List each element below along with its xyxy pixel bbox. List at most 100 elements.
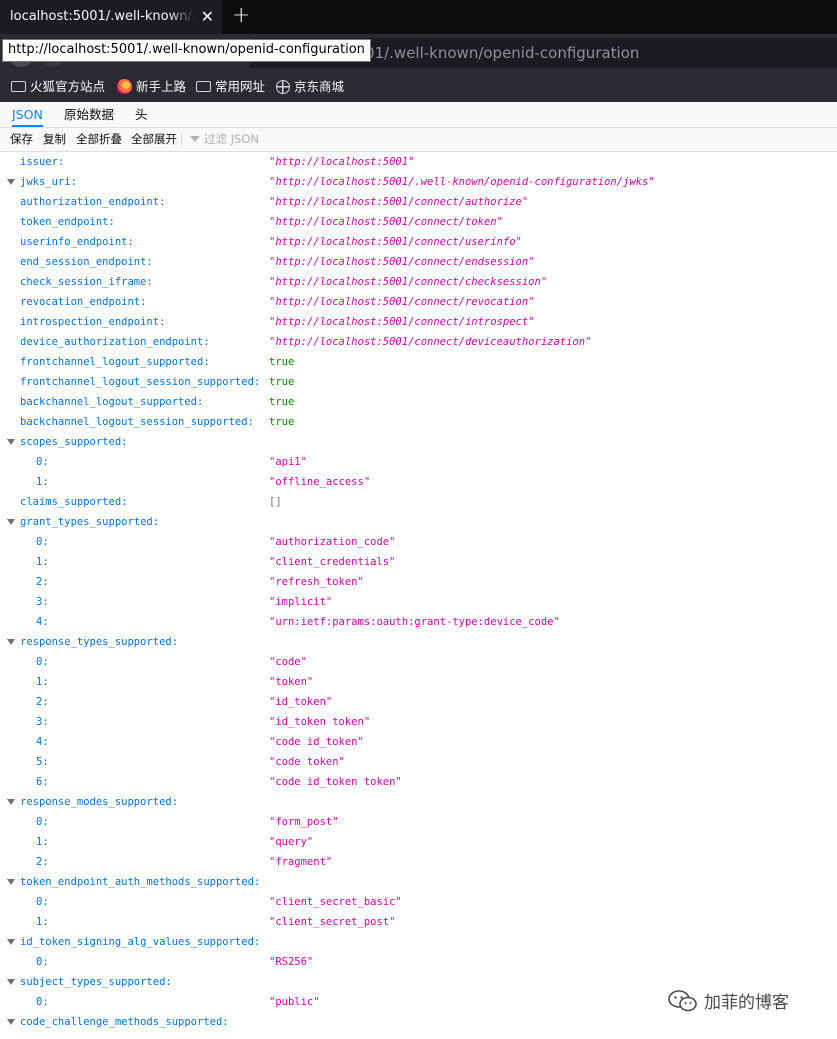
json-row[interactable]: jwks_uri:"http://localhost:5001/.well-kn… xyxy=(0,172,837,192)
expand-toggle-icon[interactable] xyxy=(7,639,15,645)
json-row: 0: "client_secret_basic" xyxy=(0,892,837,912)
firefox-icon xyxy=(117,79,132,94)
collapse-all-button[interactable]: 全部折叠 xyxy=(76,132,122,146)
json-row: userinfo_endpoint:"http://localhost:5001… xyxy=(0,232,837,252)
json-key: revocation_endpoint: xyxy=(20,296,147,308)
url-tooltip: http://localhost:5001/.well-known/openid… xyxy=(2,39,371,62)
json-key: 0: xyxy=(36,896,49,908)
json-row: 0: "api1" xyxy=(0,452,837,472)
json-key: grant_types_supported: xyxy=(20,516,160,528)
expand-toggle-icon[interactable] xyxy=(7,439,15,445)
expand-toggle-icon[interactable] xyxy=(7,799,15,805)
json-row: backchannel_logout_supported:true xyxy=(0,392,837,412)
json-row: 0:"public" xyxy=(0,992,837,1012)
json-row[interactable]: scopes_supported: xyxy=(0,432,837,452)
json-value: "refresh_token" xyxy=(269,576,364,588)
json-key: 0: xyxy=(36,456,49,468)
json-row: device_authorization_endpoint:"http://lo… xyxy=(0,332,837,352)
json-value: "RS256" xyxy=(269,956,314,968)
json-row[interactable]: response_modes_supported: xyxy=(0,792,837,812)
json-key: response_types_supported: xyxy=(20,636,179,648)
tab-headers[interactable]: 头 xyxy=(135,107,148,122)
bookmark-common-sites[interactable]: 常用网址 xyxy=(196,72,265,102)
json-row: 0: "form_post" xyxy=(0,812,837,832)
json-row: authorization_endpoint:"http://localhost… xyxy=(0,192,837,212)
json-value: "http://localhost:5001/connect/token" xyxy=(269,216,503,228)
json-value: true xyxy=(269,356,295,368)
bookmark-label: 火狐官方站点 xyxy=(30,79,106,94)
filter-placeholder: 过滤 JSON xyxy=(204,132,260,146)
bookmark-firefox-site[interactable]: 火狐官方站点 xyxy=(11,72,105,102)
globe-icon xyxy=(276,79,290,94)
new-tab-button[interactable]: + xyxy=(232,3,251,28)
json-value: "http://localhost:5001/connect/revocatio… xyxy=(269,296,535,308)
json-value: "implicit" xyxy=(269,596,333,608)
tab-json[interactable]: JSON xyxy=(12,102,43,127)
close-tab-icon[interactable]: ✕ xyxy=(200,7,214,26)
json-value: "code token" xyxy=(269,756,345,768)
json-key: 3: xyxy=(36,596,49,608)
json-key: jwks_uri: xyxy=(20,176,77,188)
json-row: 1:"client_credentials" xyxy=(0,552,837,572)
folder-icon xyxy=(196,81,211,92)
expand-toggle-icon[interactable] xyxy=(7,519,15,525)
json-row: 2:"refresh_token" xyxy=(0,572,837,592)
json-row: introspection_endpoint:"http://localhost… xyxy=(0,312,837,332)
json-row[interactable]: code_challenge_methods_supported: xyxy=(0,1012,837,1032)
tab-raw-data[interactable]: 原始数据 xyxy=(64,107,115,122)
expand-toggle-icon[interactable] xyxy=(7,939,15,945)
expand-toggle-icon[interactable] xyxy=(7,879,15,885)
save-button[interactable]: 保存 xyxy=(10,132,33,146)
bookmark-label: 新手上路 xyxy=(136,79,187,94)
json-tree: issuer:"http://localhost:5001"jwks_uri:"… xyxy=(0,152,837,1032)
json-key: check_session_iframe: xyxy=(20,276,153,288)
json-row[interactable]: grant_types_supported: xyxy=(0,512,837,532)
watermark-text: 加菲的博客 xyxy=(704,993,789,1013)
json-row: 5: "code token" xyxy=(0,752,837,772)
json-row: 2:"id_token" xyxy=(0,692,837,712)
json-row: 2:"fragment" xyxy=(0,852,837,872)
json-key: 5: xyxy=(36,756,49,768)
json-row[interactable]: response_types_supported: xyxy=(0,632,837,652)
json-row: frontchannel_logout_supported:true xyxy=(0,352,837,372)
bookmark-label: 京东商城 xyxy=(294,79,345,94)
expand-toggle-icon[interactable] xyxy=(7,979,15,985)
json-key: 1: xyxy=(36,916,49,928)
json-key: 0: xyxy=(36,816,49,828)
json-value: "client_credentials" xyxy=(269,556,396,568)
json-row[interactable]: subject_types_supported: xyxy=(0,972,837,992)
json-row: 1:"token" xyxy=(0,672,837,692)
json-value: "code id_token" xyxy=(269,736,364,748)
json-value: "form_post" xyxy=(269,816,339,828)
json-value: "api1" xyxy=(269,456,307,468)
json-key: 1: xyxy=(36,476,49,488)
json-row[interactable]: token_endpoint_auth_methods_supported: xyxy=(0,872,837,892)
json-row: 1:"client_secret_post" xyxy=(0,912,837,932)
json-key: device_authorization_endpoint: xyxy=(20,336,210,348)
json-value: "public" xyxy=(269,996,320,1008)
json-value: "http://localhost:5001/connect/endsessio… xyxy=(269,256,535,268)
json-value: "client_secret_basic" xyxy=(269,896,402,908)
expand-toggle-icon[interactable] xyxy=(7,1019,15,1025)
json-value: "http://localhost:5001" xyxy=(269,156,415,168)
browser-tab[interactable]: localhost:5001/.well-known/openid-config… xyxy=(0,0,222,34)
json-row: 4:"urn:ietf:params:oauth:grant-type:devi… xyxy=(0,612,837,632)
expand-all-button[interactable]: 全部展开 xyxy=(131,132,177,146)
bookmark-label: 常用网址 xyxy=(215,79,266,94)
json-key: subject_types_supported: xyxy=(20,976,172,988)
json-value: "id_token" xyxy=(269,696,333,708)
json-key: authorization_endpoint: xyxy=(20,196,166,208)
url-bar[interactable]: t:5001/.well-known/openid-configuration xyxy=(250,38,837,68)
bookmark-getting-started[interactable]: 新手上路 xyxy=(117,72,186,102)
copy-button[interactable]: 复制 xyxy=(43,132,66,146)
expand-toggle-icon[interactable] xyxy=(7,179,15,185)
bookmark-jd[interactable]: 京东商城 xyxy=(276,72,344,102)
json-row[interactable]: id_token_signing_alg_values_supported: xyxy=(0,932,837,952)
json-row: backchannel_logout_session_supported:tru… xyxy=(0,412,837,432)
json-value: "urn:ietf:params:oauth:grant-type:device… xyxy=(269,616,560,628)
filter-json-input[interactable]: 过滤 JSON xyxy=(190,128,259,151)
wechat-icon xyxy=(668,990,697,1012)
json-row: end_session_endpoint:"http://localhost:5… xyxy=(0,252,837,272)
json-key: token_endpoint: xyxy=(20,216,115,228)
json-value: "authorization_code" xyxy=(269,536,396,548)
